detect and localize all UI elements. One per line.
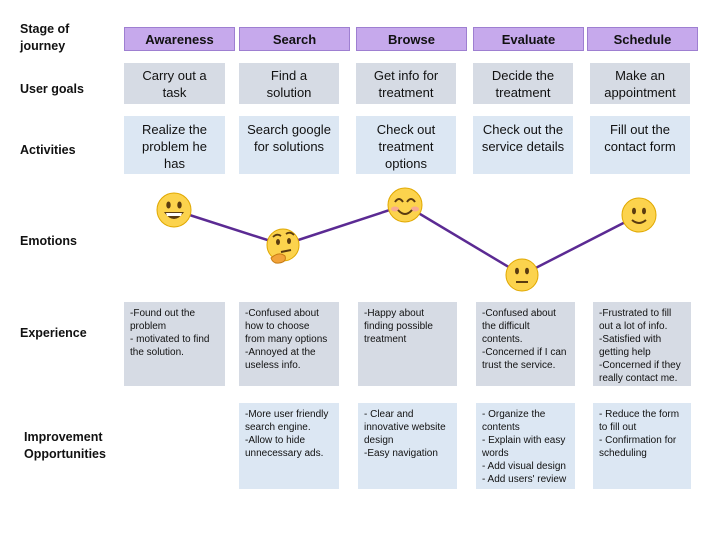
improvement-line: - Explain with easy <box>482 435 566 446</box>
experience-line: useless info. <box>245 360 301 371</box>
experience-line: finding possible <box>364 321 433 332</box>
row-label-stage-line-2: journey <box>20 39 66 53</box>
row-label-stage-line-1: Stage of <box>20 22 70 36</box>
goal-evaluate: Decide the treatment <box>473 63 573 104</box>
experience-line: getting help <box>599 347 651 358</box>
experience-line: -Happy about <box>364 308 425 319</box>
experience-line: really contact me. <box>599 373 678 384</box>
improvement-evaluate: - Organize the contents - Explain with e… <box>476 403 575 489</box>
improvement-line: -Easy navigation <box>364 448 438 459</box>
experience-line: -Frustrated to fill <box>599 308 672 319</box>
experience-line: the difficult <box>482 321 530 332</box>
experience-evaluate: -Confused about the difficult contents. … <box>476 302 575 386</box>
stage-header-awareness: Awareness <box>124 27 235 51</box>
experience-line: treatment <box>364 334 407 345</box>
improvement-line: - Add users' review <box>482 474 567 485</box>
improvement-line: contents <box>482 422 520 433</box>
improvement-line: unnecessary ads. <box>245 448 324 459</box>
improvement-line: words <box>482 448 509 459</box>
improvement-line: - Clear and <box>364 409 414 420</box>
row-label-improvement-line-2: Opportunities <box>24 447 106 461</box>
goal-schedule: Make an appointment <box>590 63 690 104</box>
improvement-line: - Organize the <box>482 409 546 420</box>
experience-line: contents. <box>482 334 523 345</box>
row-label-improvement-line-1: Improvement <box>24 430 103 444</box>
stage-header-schedule: Schedule <box>587 27 698 51</box>
improvement-line: design <box>364 435 394 446</box>
improvement-line: -More user friendly <box>245 409 329 420</box>
row-label-activities: Activities <box>20 143 76 157</box>
goal-browse: Get info for treatment <box>356 63 456 104</box>
activity-evaluate: Check out the service details <box>473 116 573 174</box>
experience-line: -Concerned if I can <box>482 347 567 358</box>
stage-header-browse: Browse <box>356 27 467 51</box>
experience-line: problem <box>130 321 167 332</box>
stage-header-search: Search <box>239 27 350 51</box>
smiling-face-with-smiling-eyes-icon <box>387 187 423 223</box>
experience-awareness: -Found out the problem - motivated to fi… <box>124 302 225 386</box>
activity-browse: Check out treatment options <box>356 116 456 174</box>
stage-header-evaluate: Evaluate <box>473 27 584 51</box>
activity-search: Search google for solutions <box>239 116 339 174</box>
goal-awareness: Carry out a task <box>124 63 225 104</box>
experience-line: -Annoyed at the <box>245 347 316 358</box>
activity-schedule: Fill out the contact form <box>590 116 690 174</box>
experience-line: -Confused about <box>245 308 319 319</box>
improvement-search: -More user friendly search engine. -Allo… <box>239 403 339 489</box>
experience-search: -Confused about how to choose from many … <box>239 302 339 386</box>
experience-line: the solution. <box>130 347 184 358</box>
improvement-line: - Reduce the form <box>599 409 680 420</box>
thinking-face-icon <box>266 228 300 264</box>
improvement-line: scheduling <box>599 448 647 459</box>
experience-line: -Satisfied with <box>599 334 662 345</box>
row-label-emotions: Emotions <box>20 234 77 248</box>
experience-browse: -Happy about finding possible treatment <box>358 302 457 386</box>
row-label-stage: Stage of journey <box>20 21 69 55</box>
slightly-smiling-face-icon <box>621 197 657 233</box>
goal-search: Find a solution <box>239 63 339 104</box>
improvement-line: search engine. <box>245 422 311 433</box>
experience-line: - motivated to find <box>130 334 210 345</box>
experience-line: how to choose <box>245 321 310 332</box>
experience-line: -Concerned if they <box>599 360 681 371</box>
row-label-experience: Experience <box>20 326 87 340</box>
experience-line: -Found out the <box>130 308 196 319</box>
neutral-face-icon <box>505 258 539 292</box>
grinning-face-icon <box>156 192 192 228</box>
row-label-improvement: Improvement Opportunities <box>24 429 106 463</box>
improvement-line: to fill out <box>599 422 637 433</box>
experience-line: -Confused about <box>482 308 556 319</box>
experience-line: trust the service. <box>482 360 556 371</box>
improvement-schedule: - Reduce the form to fill out - Confirma… <box>593 403 691 489</box>
improvement-browse: - Clear and innovative website design -E… <box>358 403 457 489</box>
improvement-line: -Allow to hide <box>245 435 306 446</box>
activity-awareness: Realize the problem he has <box>124 116 225 174</box>
experience-line: from many options <box>245 334 328 345</box>
improvement-line: innovative website <box>364 422 446 433</box>
improvement-line: - Confirmation for <box>599 435 677 446</box>
experience-schedule: -Frustrated to fill out a lot of info. -… <box>593 302 691 386</box>
experience-line: out a lot of info. <box>599 321 668 332</box>
improvement-line: - Add visual design <box>482 461 566 472</box>
row-label-goals: User goals <box>20 82 84 96</box>
